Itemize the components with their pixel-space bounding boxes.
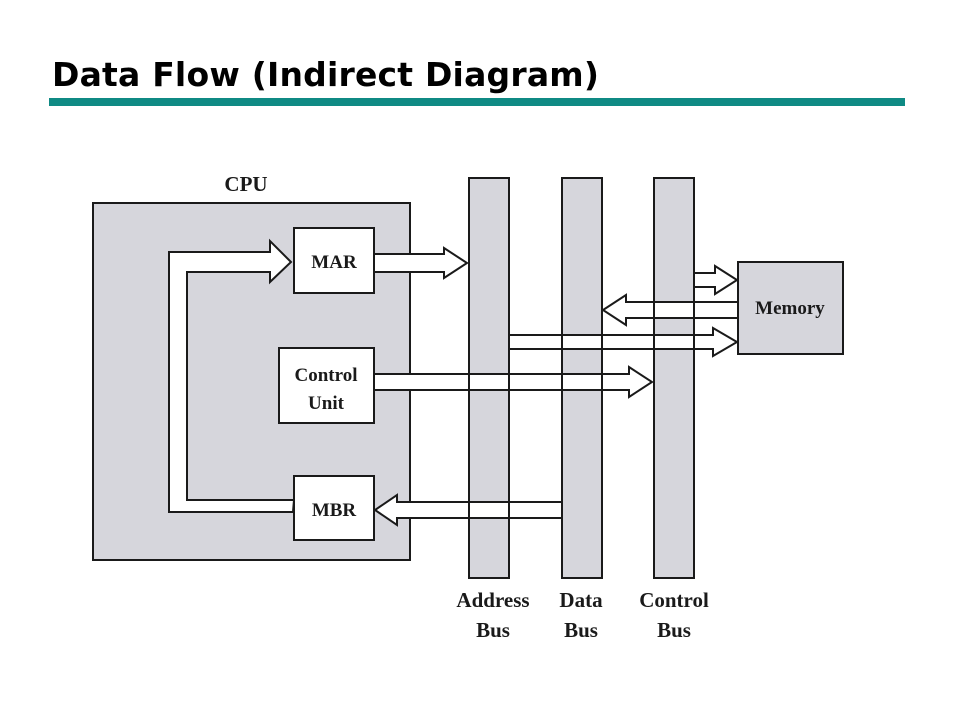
bus-overlay — [468, 300, 695, 520]
mbr-register — [293, 475, 375, 541]
mar-to-address-bus-arrow — [373, 246, 469, 280]
address-bus-label-line1: Address — [456, 588, 529, 612]
control-bus-label-line1: Control — [639, 588, 709, 612]
address-bus-label-line2: Bus — [476, 618, 510, 642]
memory-to-data-bus-arrow — [601, 293, 739, 327]
mar-label: MAR — [311, 252, 357, 273]
title-underline — [49, 98, 905, 106]
slide-title: Data Flow (Indirect Diagram) — [52, 55, 600, 94]
memory-box — [737, 261, 844, 355]
control-unit-to-control-bus-arrow — [373, 365, 654, 399]
cpu-label: CPU — [224, 172, 267, 196]
data-bus-label-line2: Bus — [564, 618, 598, 642]
control-unit-label-line1: Control — [295, 365, 358, 386]
memory-label: Memory — [755, 298, 825, 319]
control-unit-label-line2: Unit — [308, 393, 345, 414]
control-bus-to-memory-arrow — [693, 264, 739, 296]
mbr-label: MBR — [312, 500, 357, 521]
address-bus-to-memory-arrow — [508, 326, 739, 358]
control-bus-label-line2: Bus — [657, 618, 691, 642]
control-bus — [653, 177, 695, 579]
data-bus-label-line1: Data — [559, 588, 603, 612]
mbr-to-mar-loop-arrow — [168, 238, 296, 513]
